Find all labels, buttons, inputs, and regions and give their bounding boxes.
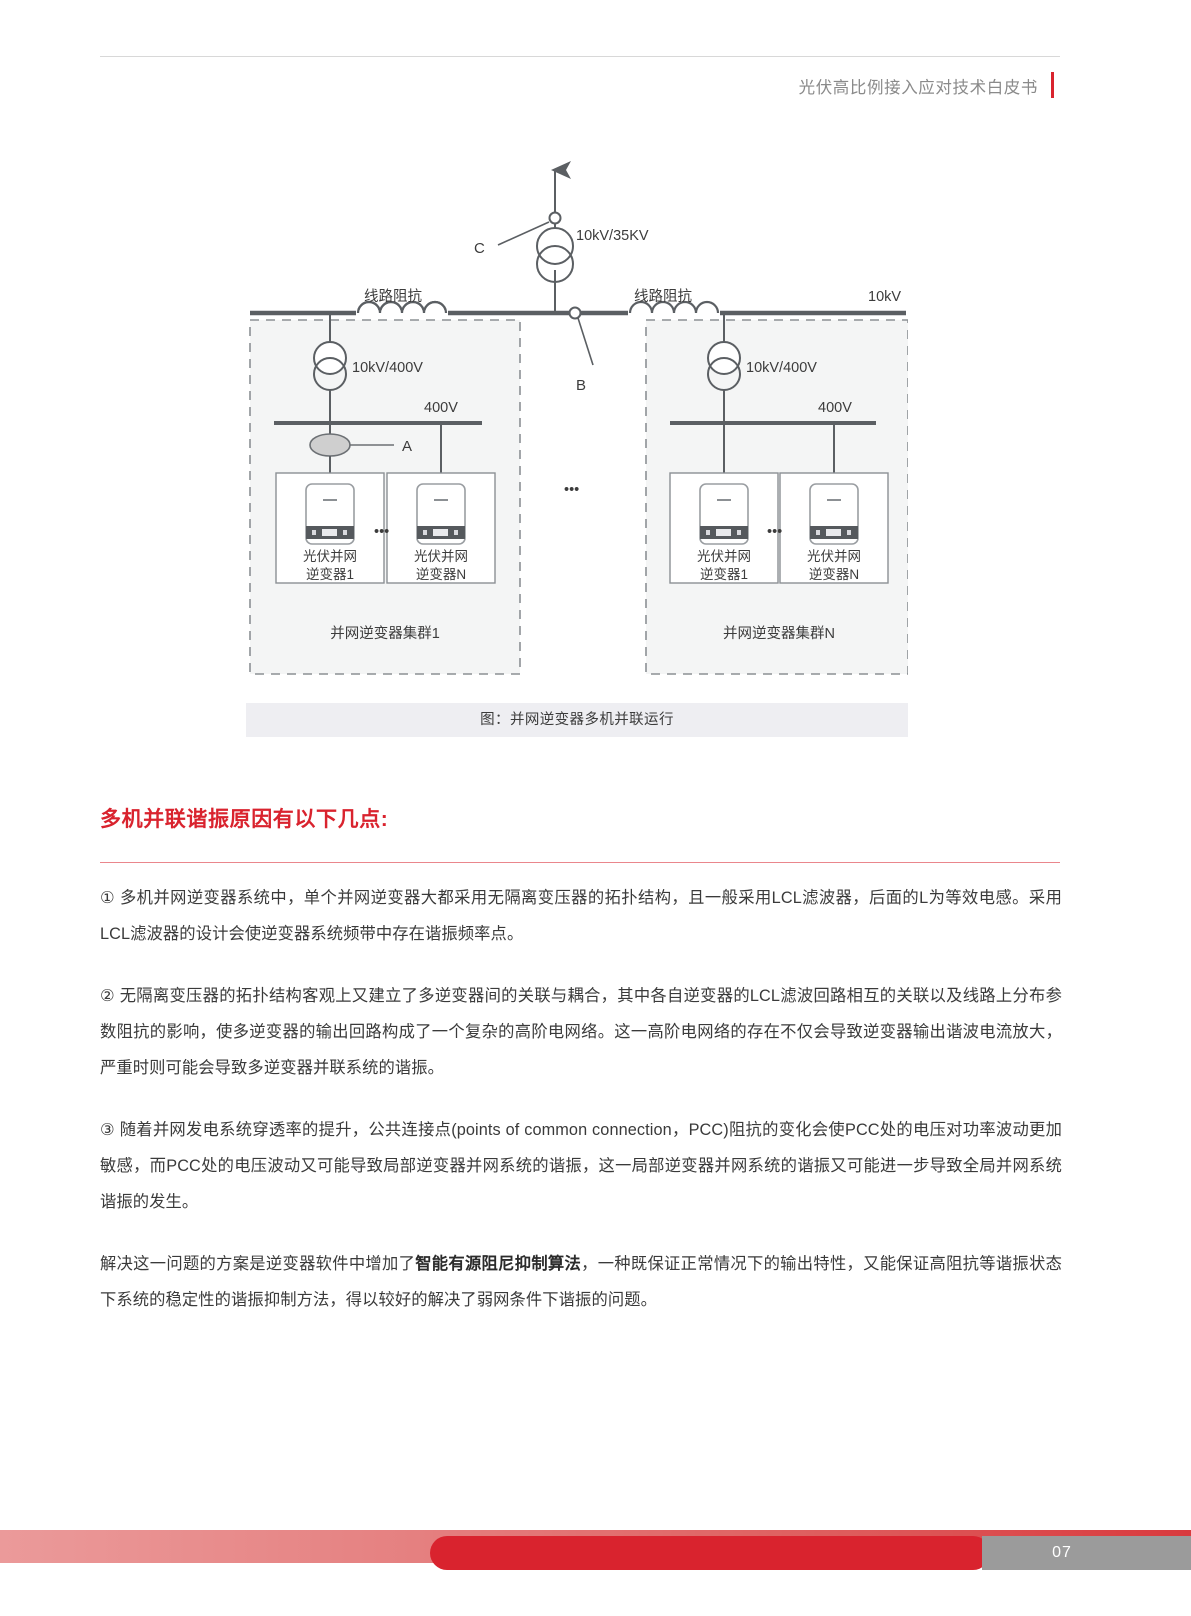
section-heading-divider bbox=[100, 862, 1060, 863]
inverter-icon bbox=[416, 483, 466, 545]
inverter-label-line1: 光伏并网 bbox=[414, 549, 468, 564]
cluster-ellipsis: ••• bbox=[564, 482, 579, 498]
label-transformer-left: 10kV/400V bbox=[352, 360, 423, 376]
inverter-label-line2: 逆变器N bbox=[809, 567, 859, 582]
inverter-icon bbox=[809, 483, 859, 545]
label-line-impedance-right: 线路阻抗 bbox=[634, 288, 692, 305]
paragraph-4-emphasis: 智能有源阻尼抑制算法 bbox=[415, 1255, 582, 1273]
cluster-label-1: 并网逆变器集群1 bbox=[330, 625, 440, 642]
paragraph-2: ② 无隔离变压器的拓扑结构客观上又建立了多逆变器间的关联与耦合，其中各自逆变器的… bbox=[100, 987, 1062, 1077]
figure-diagram: C 10kV/35KV B 线路阻抗 线路阻抗 10kV 10kV/400V 4… bbox=[246, 160, 908, 735]
label-point-b: B bbox=[576, 377, 586, 394]
footer-red-pill bbox=[430, 1536, 990, 1570]
hv-transformer-coil-bottom bbox=[536, 245, 574, 283]
label-transformer-right: 10kV/400V bbox=[746, 360, 817, 376]
figure-caption-bar: 图：并网逆变器多机并联运行 bbox=[246, 703, 908, 737]
leader-line-b bbox=[577, 317, 594, 366]
inverter-label-line1: 光伏并网 bbox=[807, 549, 861, 564]
section-heading: 多机并联谐振原因有以下几点: bbox=[100, 808, 389, 831]
leader-line-c bbox=[497, 221, 550, 246]
inverter-label-line2: 逆变器1 bbox=[306, 567, 354, 582]
document-title: 光伏高比例接入应对技术白皮书 bbox=[798, 79, 1038, 97]
label-bus-voltage: 10kV bbox=[868, 289, 901, 305]
inverter-card: 光伏并网 逆变器1 bbox=[669, 472, 779, 584]
paragraph-4: 解决这一问题的方案是逆变器软件中增加了智能有源阻尼抑制算法，一种既保证正常情况下… bbox=[100, 1246, 1062, 1318]
inverter-ellipsis: ••• bbox=[767, 524, 782, 540]
paragraph-4-text-before: 解决这一问题的方案是逆变器软件中增加了 bbox=[100, 1255, 416, 1273]
inverter-icon bbox=[305, 483, 355, 545]
body-content: ① 多机并网逆变器系统中，单个并网逆变器大都采用无隔离变压器的拓扑结构，且一般采… bbox=[100, 880, 1062, 1344]
page-number: 07 bbox=[1052, 1544, 1072, 1561]
inverter-label-line2: 逆变器1 bbox=[700, 567, 748, 582]
node-b-marker bbox=[568, 306, 582, 320]
label-transformer-hv: 10kV/35KV bbox=[576, 228, 649, 244]
inverter-card: 光伏并网 逆变器N bbox=[779, 472, 889, 584]
inverter-label-line1: 光伏并网 bbox=[697, 549, 751, 564]
page-header: 光伏高比例接入应对技术白皮书 bbox=[100, 56, 1060, 108]
inverter-label-line2: 逆变器N bbox=[416, 567, 466, 582]
line-impedance-right bbox=[628, 300, 720, 316]
node-a-marker bbox=[309, 433, 351, 457]
paragraph-3: ③ 随着并网发电系统穿透率的提升，公共连接点(points of common … bbox=[100, 1121, 1062, 1211]
figure-caption: 图：并网逆变器多机并联运行 bbox=[480, 712, 674, 728]
line-impedance-left bbox=[356, 300, 448, 316]
paragraph-1: ① 多机并网逆变器系统中，单个并网逆变器大都采用无隔离变压器的拓扑结构，且一般采… bbox=[100, 889, 1062, 943]
footer-page-block bbox=[982, 1536, 1191, 1570]
inverter-ellipsis: ••• bbox=[374, 524, 389, 540]
inverter-card: 光伏并网 逆变器1 bbox=[275, 472, 385, 584]
label-bus-right: 400V bbox=[818, 400, 852, 416]
header-accent-bar bbox=[1051, 72, 1054, 98]
label-point-a: A bbox=[402, 438, 412, 455]
header-divider bbox=[100, 56, 1060, 57]
inverter-label-line1: 光伏并网 bbox=[303, 549, 357, 564]
node-c-marker bbox=[548, 211, 562, 225]
label-line-impedance-left: 线路阻抗 bbox=[364, 288, 422, 305]
inverter-card: 光伏并网 逆变器N bbox=[386, 472, 496, 584]
inverter-icon bbox=[699, 483, 749, 545]
cluster-label-n: 并网逆变器集群N bbox=[723, 625, 835, 642]
label-bus-left: 400V bbox=[424, 400, 458, 416]
paragraph-4-text-after: ，一种既保证正常情况下的输出特性，又能保证高阻抗等谐振状态下系统的稳定性的谐振抑… bbox=[100, 1255, 1062, 1309]
label-point-c: C bbox=[474, 240, 485, 257]
